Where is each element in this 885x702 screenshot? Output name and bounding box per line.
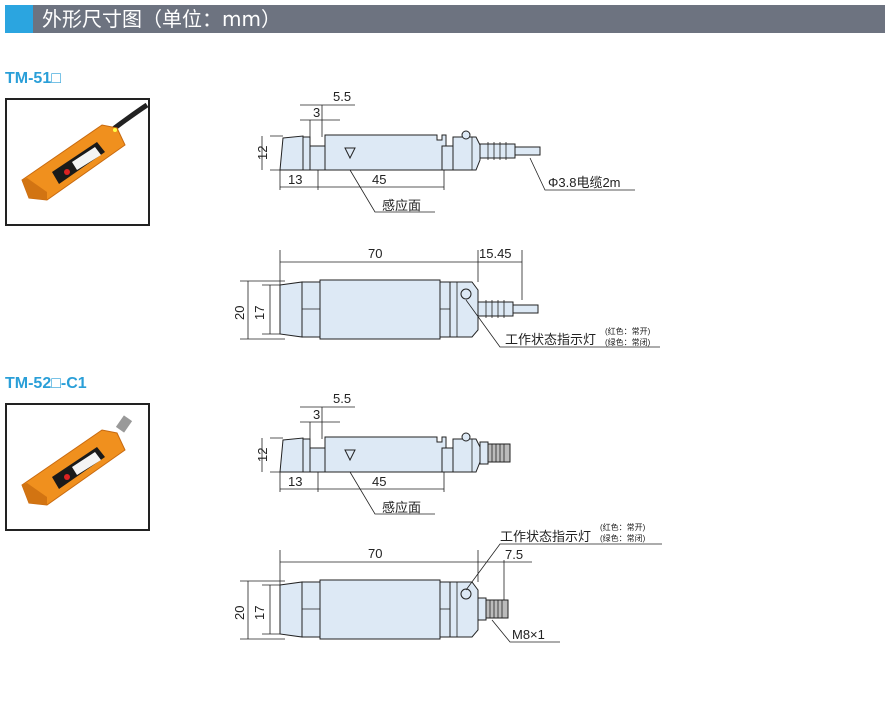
dim-7-5: 7.5 <box>505 547 523 562</box>
tm51-top-view: 70 15.45 20 17 工作状态指示灯 (红色：常开) (绿色：常闭) <box>232 246 660 348</box>
indicator-green-note: (绿色：常闭) <box>605 337 651 347</box>
product-photo-tm52 <box>5 403 150 531</box>
indicator-label: 工作状态指示灯 <box>500 529 591 544</box>
dim-70: 70 <box>368 246 382 261</box>
dim-3: 3 <box>313 407 320 422</box>
indicator-green-note: (绿色：常闭) <box>600 533 646 543</box>
sensing-face-label: 感应面 <box>382 500 421 515</box>
dim-3: 3 <box>313 105 320 120</box>
section-header: 外形尺寸图（单位：mm） <box>5 5 885 33</box>
indicator-light-icon <box>460 288 472 300</box>
indicator-red-note: (红色：常开) <box>600 522 646 532</box>
dim-13: 13 <box>288 172 302 187</box>
dim-12: 12 <box>255 448 270 462</box>
model-label-tm52: TM-52□-C1 <box>5 375 87 392</box>
dim-45: 45 <box>372 172 386 187</box>
connector-label: M8×1 <box>512 627 545 642</box>
dim-17: 17 <box>252 306 267 320</box>
product-photo-tm51 <box>5 98 150 226</box>
dim-20: 20 <box>232 306 247 320</box>
tm52-side-view: 5.5 3 12 13 45 感应面 <box>255 391 511 515</box>
dim-5-5: 5.5 <box>333 89 351 104</box>
dim-12: 12 <box>255 146 270 160</box>
dim-70: 70 <box>368 546 382 561</box>
model-label-tm51: TM-51□ <box>5 70 61 87</box>
sensor-photo-image <box>21 102 149 201</box>
dim-13: 13 <box>288 474 302 489</box>
sensor-photo-image <box>21 415 133 506</box>
dim-45: 45 <box>372 474 386 489</box>
dim-15-45: 15.45 <box>479 246 512 261</box>
indicator-red-note: (红色：常开) <box>605 326 651 336</box>
cable-label: Φ3.8电缆2m <box>548 175 621 190</box>
indicator-label: 工作状态指示灯 <box>505 332 596 347</box>
dim-20: 20 <box>232 606 247 620</box>
indicator-light-icon <box>460 588 472 600</box>
sensing-face-label: 感应面 <box>382 198 421 213</box>
dim-5-5: 5.5 <box>333 391 351 406</box>
tm51-side-view: 5.5 3 12 13 45 感应面 Φ3.8电缆2m <box>255 89 635 213</box>
section-title: 外形尺寸图（单位：mm） <box>42 7 281 31</box>
header-accent-block <box>5 5 33 33</box>
tm52-top-view: 70 7.5 20 17 工作状态指示灯 (红色：常开) (绿色：常闭) M8×… <box>232 522 662 643</box>
dim-17: 17 <box>252 606 267 620</box>
